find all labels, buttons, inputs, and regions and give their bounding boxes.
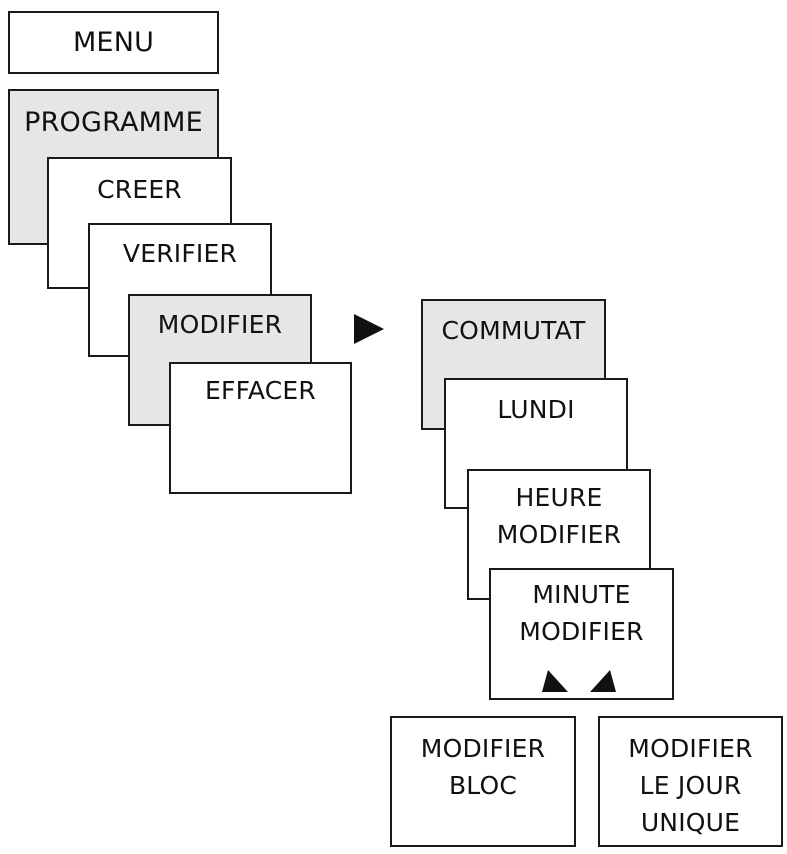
left-option-arrow-icon bbox=[542, 670, 568, 692]
lundi-label: LUNDI bbox=[497, 395, 575, 424]
effacer-box[interactable]: EFFACER bbox=[169, 362, 352, 494]
effacer-label: EFFACER bbox=[205, 376, 316, 405]
right-arrow-icon bbox=[354, 314, 384, 344]
programme-label: PROGRAMME bbox=[24, 107, 203, 138]
commutat-label: COMMUTAT bbox=[441, 316, 586, 345]
menu-label: MENU bbox=[72, 27, 155, 58]
menu-box[interactable]: MENU bbox=[8, 11, 219, 74]
modifier-bloc-label: MODIFIER BLOC bbox=[420, 734, 546, 800]
modifier-le-jour-unique-label: MODIFIER LE JOUR UNIQUE bbox=[628, 734, 753, 837]
heure-modifier-label: HEURE MODIFIER bbox=[496, 483, 622, 549]
modifier-label: MODIFIER bbox=[157, 310, 283, 339]
modifier-bloc-box[interactable]: MODIFIER BLOC bbox=[390, 716, 576, 847]
verifier-label: VERIFIER bbox=[122, 239, 238, 268]
creer-label: CREER bbox=[97, 175, 182, 204]
minute-modifier-label: MINUTE MODIFIER bbox=[519, 580, 644, 646]
right-option-arrow-icon bbox=[590, 670, 616, 692]
minute-modifier-box[interactable]: MINUTE MODIFIER bbox=[489, 568, 674, 700]
modifier-le-jour-unique-box[interactable]: MODIFIER LE JOUR UNIQUE bbox=[598, 716, 783, 847]
